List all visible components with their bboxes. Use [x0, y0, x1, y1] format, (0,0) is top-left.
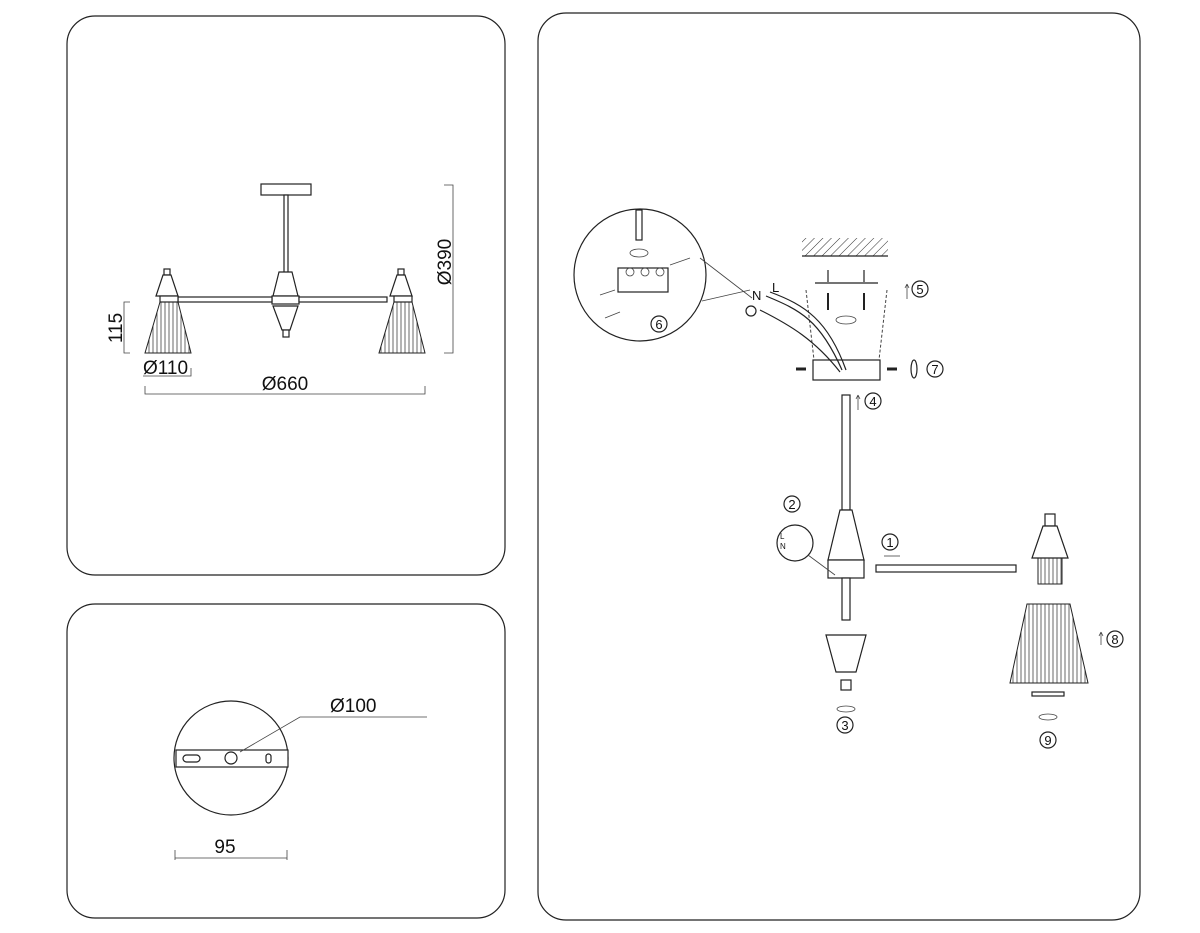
canopy-panel: [66, 603, 506, 919]
callout-label-neutral: N: [780, 542, 786, 551]
canopy-bottom-view: [173, 700, 427, 860]
step-marker-6: 6: [650, 315, 668, 333]
canopy-diameter-dimension: Ø100: [330, 696, 376, 717]
assembly-panel: [537, 12, 1141, 921]
step-marker-3: 3: [836, 716, 854, 734]
step-marker-7: 7: [926, 360, 944, 378]
total-width-dimension: Ø660: [262, 374, 308, 395]
callout-label-live: L: [780, 532, 785, 541]
step-marker-5: 5: [911, 280, 929, 298]
svg-text:7: 7: [931, 362, 938, 377]
wire-label-neutral: N: [752, 288, 761, 303]
svg-text:4: 4: [869, 394, 876, 409]
svg-text:2: 2: [788, 497, 795, 512]
step-marker-9: 9: [1039, 731, 1057, 749]
svg-text:5: 5: [916, 282, 923, 297]
dimension-lines: [123, 184, 454, 395]
step-marker-4: 4: [864, 392, 882, 410]
svg-text:8: 8: [1111, 632, 1118, 647]
shade-diameter-dimension: Ø110: [143, 358, 188, 379]
svg-text:6: 6: [655, 317, 662, 332]
chandelier-front-view: [144, 183, 426, 354]
height-dimension: Ø390: [435, 239, 456, 285]
step-marker-2: 2: [783, 495, 801, 513]
bracket-width-dimension: 95: [214, 837, 235, 858]
step-marker-1: 1: [881, 533, 899, 551]
dimensions-panel: [66, 15, 506, 576]
wire-label-live: L: [772, 280, 779, 295]
svg-text:1: 1: [886, 535, 893, 550]
assembly-exploded-view: [573, 208, 1104, 721]
step-marker-8: 8: [1106, 630, 1124, 648]
svg-text:3: 3: [841, 718, 848, 733]
svg-text:9: 9: [1044, 733, 1051, 748]
shade-height-dimension: 115: [106, 313, 127, 343]
